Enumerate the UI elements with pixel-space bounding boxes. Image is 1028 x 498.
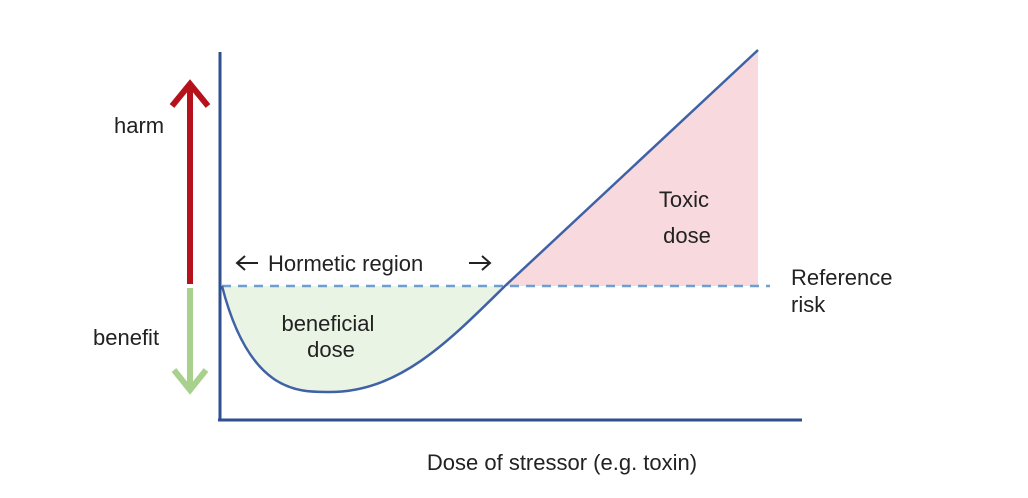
benefit-arrow-icon [171,288,209,395]
left-arrow-icon [235,255,258,271]
hormetic-region-label: Hormetic region [268,251,423,276]
right-arrow-icon [469,255,492,271]
harm-label: harm [114,113,164,138]
benefit-label: benefit [93,325,159,350]
beneficial-dose-label: beneficial dose [281,311,380,362]
beneficial-dose-area [222,286,505,393]
dose-response-curve [220,49,759,394]
reference-risk-label: Reference risk [791,265,899,317]
toxic-dose-label: Toxic dose [659,187,715,248]
hormetic-region-annotation: Hormetic region [235,251,492,276]
harm-arrow-icon [169,79,211,284]
x-axis-label: Dose of stressor (e.g. toxin) [427,450,697,475]
